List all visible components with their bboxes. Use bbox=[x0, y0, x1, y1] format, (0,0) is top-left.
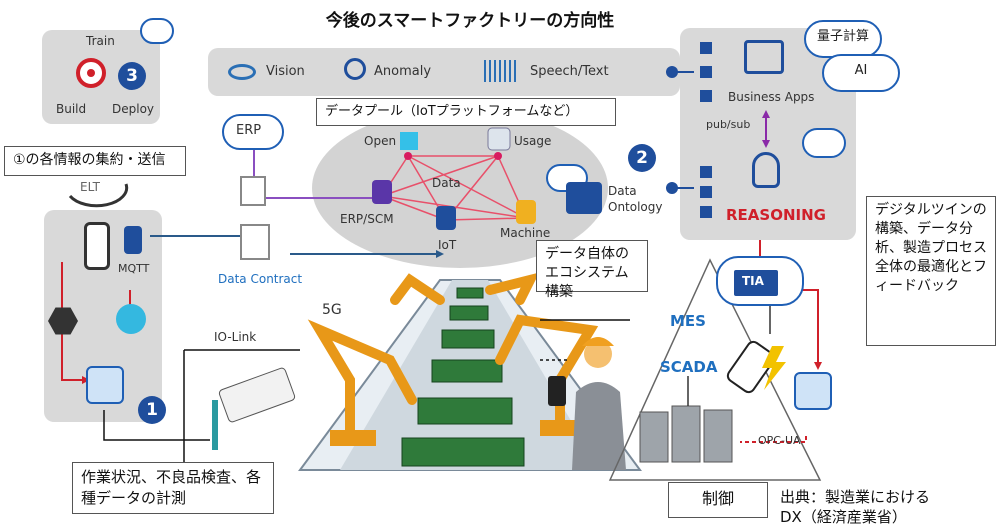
callout-digital-twin: デジタルツインの構築、データ分析、製造プロセス全体の最適化とフィードバック bbox=[866, 196, 996, 346]
reasoning-label: REASONING bbox=[726, 206, 826, 224]
data-center-label: Data bbox=[432, 176, 461, 190]
tia-monitor bbox=[734, 270, 778, 296]
open-data-icon bbox=[400, 132, 418, 150]
gear-icon bbox=[76, 58, 106, 88]
badge-1: 1 bbox=[138, 396, 166, 424]
5g-label: 5G bbox=[322, 302, 342, 318]
machine-db-icon bbox=[516, 200, 536, 224]
erp-label: ERP bbox=[236, 123, 262, 138]
data-pool-label: データプール（IoTプラットフォームなど） bbox=[316, 98, 616, 126]
ai-chip-icon bbox=[794, 372, 832, 410]
callout-ecosystem: データ自体のエコシステム構築 bbox=[536, 240, 648, 300]
lightbulb-icon bbox=[752, 152, 780, 188]
source-line-1: 出典：製造業における bbox=[780, 488, 931, 506]
contract-icon bbox=[240, 224, 270, 260]
camera-icon bbox=[212, 367, 296, 450]
open-label: Open bbox=[364, 134, 397, 148]
circuit-board bbox=[456, 287, 484, 299]
io-link-label: IO-Link bbox=[214, 330, 257, 344]
diagram-title: 今後のスマートファクトリーの方向性 bbox=[325, 11, 615, 31]
badge-2: 2 bbox=[628, 144, 656, 172]
list-bullet-icon bbox=[700, 66, 712, 78]
erp-link-line bbox=[253, 150, 372, 199]
circuit-board bbox=[401, 437, 525, 467]
capabilities-panel bbox=[208, 48, 680, 96]
business-apps-label: Business Apps bbox=[728, 90, 815, 104]
anomaly-label: Anomaly bbox=[374, 64, 432, 79]
circuit-board bbox=[431, 359, 503, 383]
list-bullet-icon bbox=[700, 206, 712, 218]
callout-elt: ①の各情報の集約・送信 bbox=[4, 146, 186, 176]
list-bullet-icon bbox=[700, 166, 712, 178]
cloud-icon bbox=[222, 114, 284, 150]
worker-figure bbox=[548, 337, 626, 470]
usage-label: Usage bbox=[514, 134, 552, 148]
ontology-label-1: Data bbox=[608, 184, 637, 198]
quantum-cloud: 量子計算 bbox=[804, 20, 882, 58]
pubsub-label: pub/sub bbox=[706, 118, 751, 131]
usage-data-icon bbox=[487, 127, 511, 151]
usb-drive-icon bbox=[726, 340, 776, 394]
gateway-icon bbox=[84, 222, 110, 270]
train-label: Train bbox=[86, 34, 115, 48]
robot-arm bbox=[485, 272, 540, 305]
callout-measurement: 作業状況、不良品検査、各種データの計測 bbox=[72, 462, 274, 514]
hexagon-icon bbox=[48, 307, 78, 335]
cloud-icon bbox=[802, 128, 846, 158]
ai-chip-icon bbox=[86, 366, 124, 404]
tia-label: TIA bbox=[742, 274, 764, 288]
vision-label: Vision bbox=[266, 64, 305, 79]
anomaly-icon bbox=[344, 58, 366, 80]
robot-arm bbox=[390, 273, 445, 305]
badge-3: 3 bbox=[118, 62, 146, 90]
elt-label: ELT bbox=[80, 180, 100, 194]
circuit-board bbox=[441, 329, 495, 349]
source-line-2: DX（経済産業省） bbox=[780, 508, 907, 526]
eye-icon bbox=[228, 64, 256, 80]
list-bullet-icon bbox=[700, 42, 712, 54]
waveform-icon bbox=[484, 60, 518, 82]
cloud-icon bbox=[140, 18, 174, 44]
circuit-board bbox=[449, 305, 489, 321]
build-label: Build bbox=[56, 102, 87, 116]
data-contract-label: Data Contract bbox=[218, 272, 303, 286]
gear-center bbox=[87, 69, 95, 77]
erp-scm-db-icon bbox=[372, 180, 392, 204]
list-bullet-icon bbox=[700, 90, 712, 102]
callout-control: 制御 bbox=[668, 482, 768, 518]
mqtt-label: MQTT bbox=[118, 262, 150, 275]
robot-arm bbox=[307, 319, 417, 445]
iot-db-icon bbox=[436, 206, 456, 230]
machine-label: Machine bbox=[500, 226, 551, 240]
erp-scm-label: ERP/SCM bbox=[340, 212, 394, 226]
deploy-label: Deploy bbox=[112, 102, 155, 116]
scada-label: SCADA bbox=[660, 358, 718, 376]
document-icon bbox=[240, 176, 266, 206]
ontology-icon bbox=[566, 182, 602, 214]
circuit-board bbox=[417, 397, 513, 425]
pie-icon bbox=[116, 304, 146, 334]
iot-label: IoT bbox=[438, 238, 457, 252]
opcua-label: OPC-UA bbox=[758, 434, 801, 447]
ontology-label-2: Ontology bbox=[608, 200, 663, 214]
plc-racks bbox=[639, 405, 733, 463]
ai-cloud: AI bbox=[822, 54, 900, 92]
mes-label: MES bbox=[670, 312, 706, 330]
speech-label: Speech/Text bbox=[530, 64, 609, 79]
database-icon bbox=[124, 226, 142, 254]
lightning-icon bbox=[762, 346, 786, 390]
list-bullet-icon bbox=[700, 186, 712, 198]
business-apps-icon bbox=[744, 40, 784, 74]
